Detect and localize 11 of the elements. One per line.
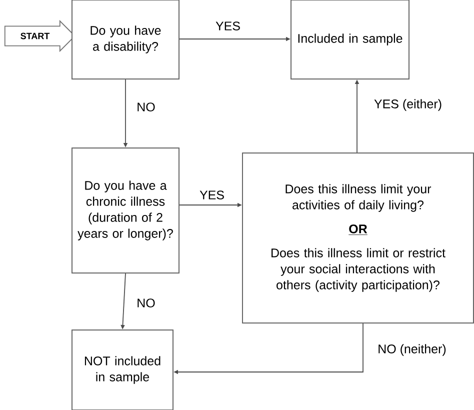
outcome-box: Included in sample (290, 0, 410, 80)
edge-label: YES (216, 22, 240, 30)
decision-box: Do you have a chronic illness (duration of 2 years or longer)? (72, 148, 180, 274)
edge-label: NO (138, 298, 155, 308)
decision-box: Do you have a disability? (72, 0, 180, 80)
edge-label: YES (200, 190, 224, 200)
edge-label: YES (either) (374, 99, 442, 111)
decision-box: Does this illness limit your activities of daily living? OR Does this illness limit or restrict your social interactions with others (activity participation)? (242, 152, 474, 324)
edge-label: NO (neither) (378, 344, 446, 356)
edge-label: NO (138, 102, 155, 112)
outcome-box: NOT included in sample (72, 330, 174, 410)
